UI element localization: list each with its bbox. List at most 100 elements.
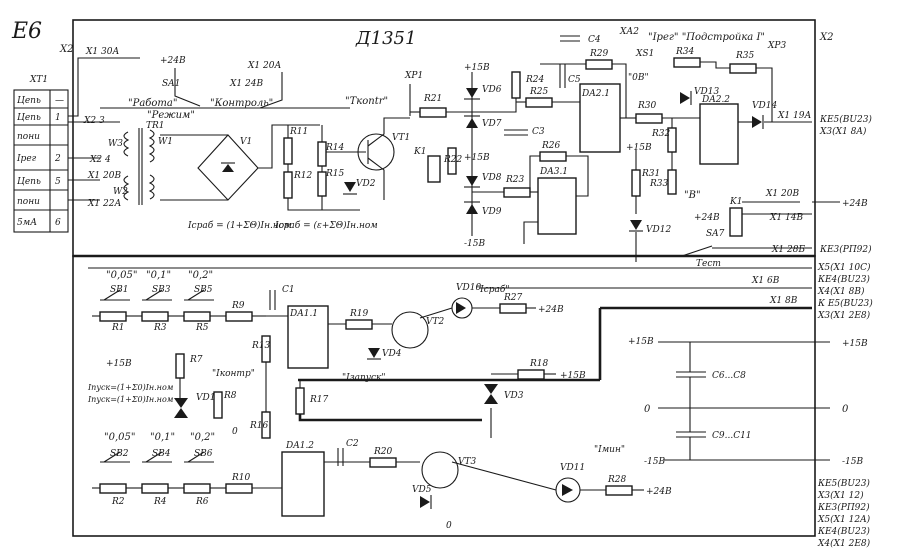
terminal-num: 5 xyxy=(55,177,61,187)
r26-label: R26 xyxy=(541,141,561,151)
p15-left-label: +15В xyxy=(628,337,654,347)
tr1-label: TR1 xyxy=(146,121,165,131)
vd6-label: VD6 xyxy=(482,85,502,95)
x1-8b-label: X1 8В xyxy=(769,296,798,306)
right-ref-4: X5(X1 10C) xyxy=(817,262,871,273)
diode-vd7 xyxy=(464,115,480,128)
resistor-r24 xyxy=(511,71,521,99)
r19-label: R19 xyxy=(349,309,369,319)
c3-label: C3 xyxy=(532,127,545,137)
diode-vd14 xyxy=(752,115,764,129)
resistor-r31 xyxy=(631,169,641,197)
capacitor-c6c8 xyxy=(676,371,706,378)
resistor-r4 xyxy=(141,483,169,494)
diode-vd13 xyxy=(680,91,692,105)
terminal-num: — xyxy=(55,96,64,106)
vd9-label: VD9 xyxy=(482,207,502,217)
vd3-label: VD3 xyxy=(504,391,524,401)
lower-frame xyxy=(72,255,816,537)
r5-label: R5 xyxy=(195,323,209,333)
resistor-r25 xyxy=(525,97,553,108)
plus24-right: +24В xyxy=(694,213,720,223)
sb4-label: SB4 xyxy=(152,449,171,459)
x1-19a-label: X1 19А xyxy=(777,111,811,121)
diode-vd2 xyxy=(343,182,357,195)
terminal-num: 6 xyxy=(55,218,61,228)
opamp-da12 xyxy=(281,451,325,517)
xa3-label: ХР3 xyxy=(767,41,786,51)
transformer-tr1 xyxy=(123,128,155,205)
switch-sb4[interactable] xyxy=(142,451,172,463)
podstroika-label: "Iрег" "Подстройка I" xyxy=(648,32,765,43)
switch-sb6[interactable] xyxy=(184,451,214,463)
w3-label: W3 xyxy=(108,139,123,149)
capacitor-c2 xyxy=(337,448,344,466)
terminal-label: пони xyxy=(17,132,40,142)
switch-sb1[interactable] xyxy=(100,289,130,301)
capacitor-c3 xyxy=(504,129,528,136)
c4-label: C4 xyxy=(588,35,601,45)
terminal-block: Цепь — Цепь 1 пони Iрег 2 Цепь 5 пони 5м… xyxy=(13,89,69,233)
switch-sb5[interactable] xyxy=(184,289,214,301)
terminal-label: Цепь xyxy=(17,113,41,123)
x2-3-label: X2 3 xyxy=(83,116,105,126)
diode-vd5 xyxy=(420,495,432,509)
p15-label-d: +15В xyxy=(106,359,132,369)
resistor-r19 xyxy=(345,319,373,330)
rezhim-label: "Режим" xyxy=(147,110,195,121)
r18-label: R18 xyxy=(529,359,549,369)
r14-label: R14 xyxy=(325,143,345,153)
terminal-num: 2 xyxy=(54,154,61,164)
p15-right-label: +15В xyxy=(842,339,868,349)
plus24-label: +24В xyxy=(160,56,186,66)
diode-vd9 xyxy=(464,201,480,214)
transistor-vt2 xyxy=(391,311,429,349)
test-label: Тест xyxy=(696,259,721,269)
vd8-label: VD8 xyxy=(482,173,502,183)
da21-label: DA2.1 xyxy=(581,89,610,99)
switch-sb2[interactable] xyxy=(100,451,130,463)
relay-k1-right xyxy=(729,207,743,237)
resistor-r2 xyxy=(99,483,127,494)
zero-right-label: 0 xyxy=(842,404,849,415)
resistor-r29 xyxy=(585,59,613,70)
r6-label: R6 xyxy=(195,497,209,507)
x1-6b-label: X1 6В xyxy=(751,276,780,286)
led-vd10 xyxy=(451,297,473,319)
resistor-r23 xyxy=(503,187,531,198)
r12-label: R12 xyxy=(293,171,313,181)
vd7-label: VD7 xyxy=(482,119,502,129)
x1-20a-label: X1 20А xyxy=(247,61,281,71)
diode-vd1 xyxy=(174,398,188,418)
sb-val-4: "0,05" xyxy=(104,432,135,443)
x1-22a-label: X1 22А xyxy=(87,199,121,209)
capacitor-c9c11 xyxy=(676,431,706,438)
diode-vd6 xyxy=(464,88,480,100)
formula-1: Iсраб = (1+ΣΘ)Iн.ном xyxy=(187,220,292,231)
p15-label-a: +15В xyxy=(464,63,490,73)
terminal-label: Iрег xyxy=(16,154,37,164)
right-ref-9: КЕ5(BU23) xyxy=(817,478,870,489)
m15-label-a: -15В xyxy=(464,239,485,249)
r17-label: R17 xyxy=(309,395,329,405)
resistor-r10 xyxy=(225,483,253,494)
kontrol-label: "Контроль" xyxy=(210,98,273,109)
resistor-r28 xyxy=(605,485,633,496)
right-ref-12: X5(X1 12A) xyxy=(817,514,871,525)
switch-sb3[interactable] xyxy=(142,289,172,301)
r29-label: R29 xyxy=(589,49,609,59)
resistor-r1 xyxy=(99,311,127,322)
w2-label: W2 xyxy=(113,187,128,197)
vd5-label: VD5 xyxy=(412,485,432,495)
vt1-label: VT1 xyxy=(392,133,410,143)
resistor-r26 xyxy=(539,151,567,162)
resistor-r3 xyxy=(141,311,169,322)
x2-4-label: X2 4 xyxy=(89,155,111,165)
da22-label: DA2.2 xyxy=(701,95,730,105)
capacitor-c1 xyxy=(269,290,276,310)
x1-28b-label: X1 28Б xyxy=(771,245,805,255)
vd12-label: VD12 xyxy=(646,225,671,235)
r22-label: R22 xyxy=(443,155,463,165)
zero-bus-label: 0 xyxy=(644,404,651,415)
